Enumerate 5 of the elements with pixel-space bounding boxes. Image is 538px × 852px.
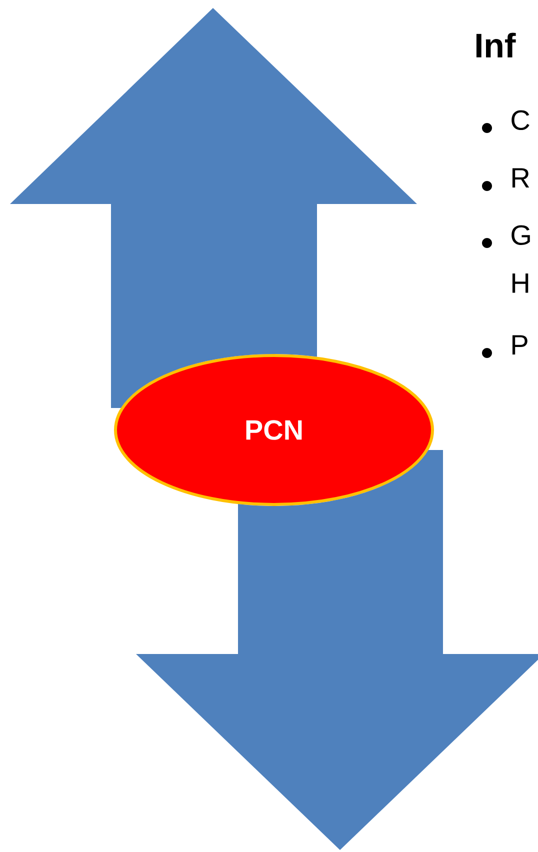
bullet-text: R xyxy=(512,168,530,188)
bullet-text: P xyxy=(512,335,528,354)
heading: Inf xyxy=(476,32,516,58)
bullet-text: G H xyxy=(512,225,530,293)
bullet-text: C xyxy=(512,110,530,130)
